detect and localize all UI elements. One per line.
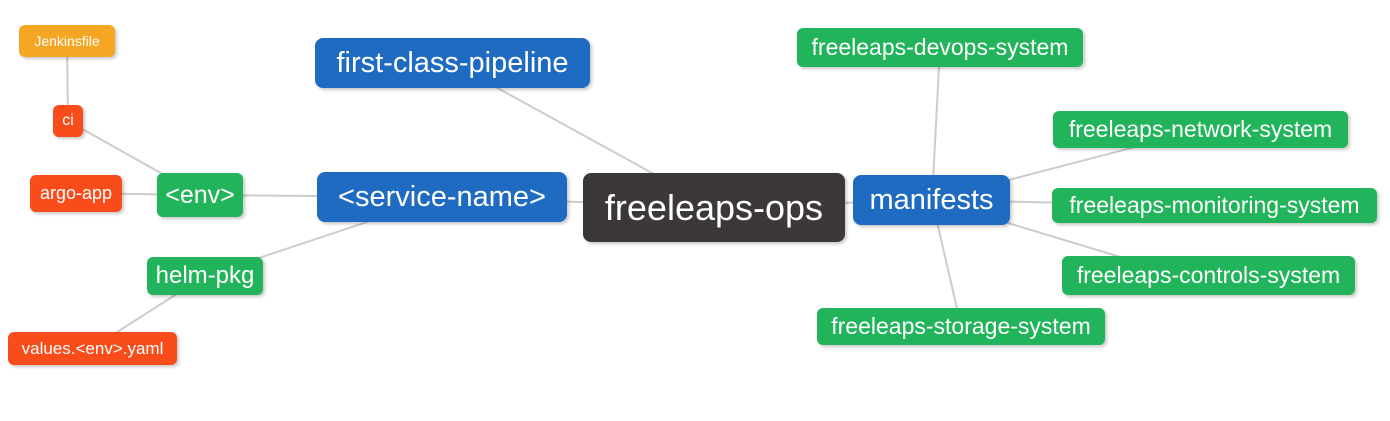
node-freeleaps-controls-system[interactable]: freeleaps-controls-system [1062,256,1355,295]
node-argo-app[interactable]: argo-app [30,175,122,212]
node-manifests[interactable]: manifests [853,175,1010,225]
node-env[interactable]: <env> [157,173,243,217]
node-freeleaps-devops-system[interactable]: freeleaps-devops-system [797,28,1083,67]
node-ci[interactable]: ci [53,105,83,137]
node-helm-pkg[interactable]: helm-pkg [147,257,263,295]
node-freeleaps-storage-system[interactable]: freeleaps-storage-system [817,308,1105,345]
node-freeleaps-network-system[interactable]: freeleaps-network-system [1053,111,1348,148]
node-service-name[interactable]: <service-name> [317,172,567,222]
node-freeleaps-ops-root[interactable]: freeleaps-ops [583,173,845,242]
node-jenkinsfile[interactable]: Jenkinsfile [19,25,115,57]
node-first-class-pipeline[interactable]: first-class-pipeline [315,38,590,88]
edge-manifests-devops [931,47,941,201]
node-freeleaps-monitoring-system[interactable]: freeleaps-monitoring-system [1052,188,1377,223]
node-values-env-yaml[interactable]: values.<env>.yaml [8,332,177,365]
